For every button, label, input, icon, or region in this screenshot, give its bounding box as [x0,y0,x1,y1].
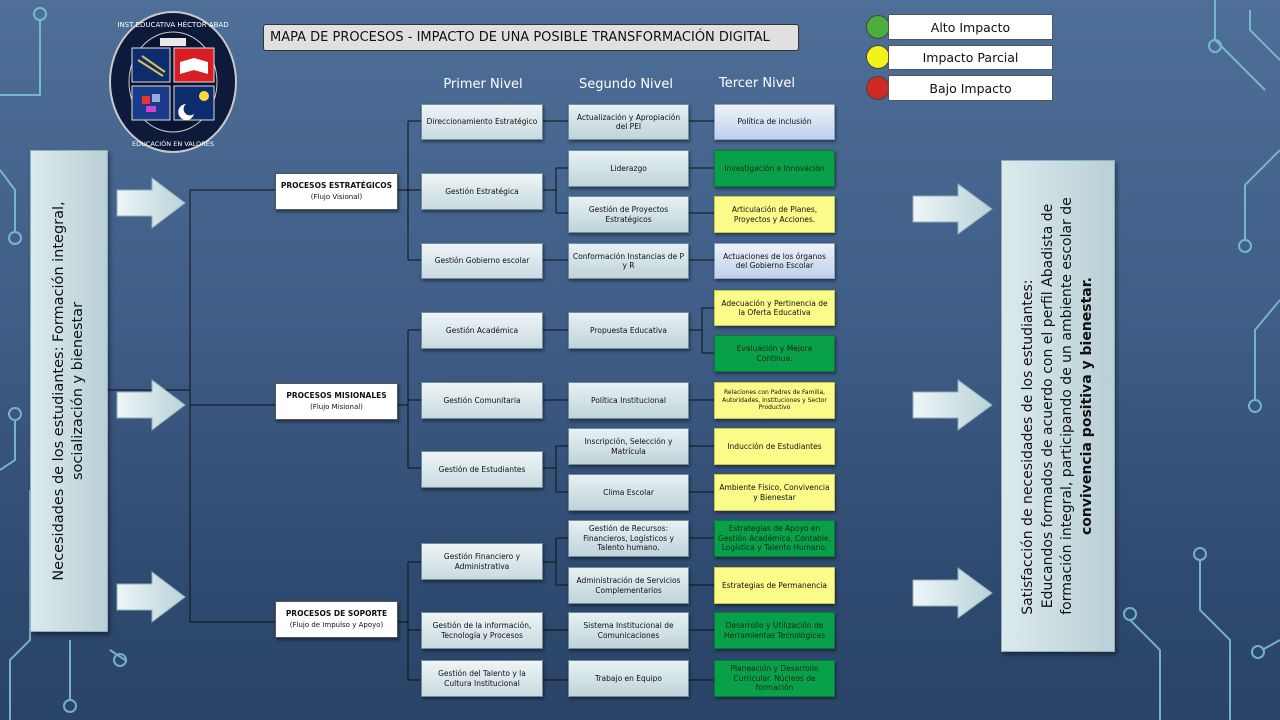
process-support: PROCESOS DE SOPORTE (Flujo de Impulso y … [275,601,398,638]
level3-item: Política de inclusión [714,104,835,140]
level3-item: Relaciones con Padres de Familia, Autori… [714,382,835,419]
legend-dot-high-icon [866,15,890,39]
level3-item: Planeación y Desarrollo Curricular. Núcl… [714,660,835,697]
svg-text:INST EDUCATIVA HÉCTOR ABAD: INST EDUCATIVA HÉCTOR ABAD [117,20,228,29]
level3-item: Adecuación y Pertinencia de la Oferta Ed… [714,290,835,326]
process-support-name: PROCESOS DE SOPORTE [285,608,388,618]
level2-item: Inscripción, Selección y Matrícula [568,428,689,465]
level3-item: Evaluación y Mejora Continua. [714,335,835,372]
level2-item: Liderazgo [568,150,689,187]
level3-item: Actuaciones de los órganos del Gobierno … [714,243,835,279]
process-missional-name: PROCESOS MISIONALES [286,390,387,400]
input-needs-line2: socialización y bienestar [70,301,86,481]
process-missional-sub: (Flujo Misional) [310,403,363,412]
level3-item: Estrategias de Apoyo en Gestión Académic… [714,520,835,557]
output-line1: Satisfacción de necesidades de los estud… [1019,279,1036,615]
arrow-left-bottom [116,570,186,624]
header-level2: Segundo Nivel [579,77,673,92]
output-satisfaction-panel: Satisfacción de necesidades de los estud… [1001,160,1115,652]
level1-item: Gestión Gobierno escolar [421,243,543,279]
level2-item: Sistema Institucional de Comunicaciones [568,612,689,649]
process-strategic-name: PROCESOS ESTRATÉGICOS [280,180,393,190]
level1-item: Direccionamiento Estratégico [421,104,543,140]
process-strategic-sub: (Flujo Visional) [310,193,363,202]
level2-item: Administración de Servicios Complementar… [568,567,689,604]
level1-item: Gestión Académica [421,312,543,349]
svg-text:EDUCACIÓN EN VALORES: EDUCACIÓN EN VALORES [132,139,214,148]
arrow-left-middle [116,378,186,432]
legend-partial: Impacto Parcial [888,45,1053,70]
header-level3: Tercer Nivel [718,76,796,91]
legend-high: Alto Impacto [888,14,1053,40]
level2-item: Política Institucional [568,382,689,419]
arrow-right-top [912,183,993,235]
level2-item: Clima Escolar [568,474,689,511]
flow-arrows [116,176,993,624]
level3-item: Investigación e Innovación [714,150,835,187]
level2-item: Propuesta Educativa [568,312,689,349]
level2-item: Gestión de Proyectos Estratégicos [568,196,689,233]
level3-item: Ambiente Físico, Convivencia y Bienestar [714,474,835,511]
level3-item: Articulación de Planes, Proyectos y Acci… [714,196,835,233]
legend-dot-partial-icon [866,45,890,69]
level3-item: Estrategias de Permanencia [714,567,835,604]
level1-item: Gestión Comunitaria [421,382,543,419]
level1-item: Gestión del Talento y la Cultura Institu… [421,660,543,697]
level1-item: Gestión Estratégica [421,173,543,210]
output-line3: formación integral, participando de un a… [1059,197,1075,615]
process-strategic: PROCESOS ESTRATÉGICOS (Flujo Visional) [275,173,398,210]
level1-item: Gestión de Estudiantes [421,451,543,488]
arrow-right-middle [912,379,993,431]
level2-item: Trabajo en Equipo [568,660,689,697]
page-title: MAPA DE PROCESOS - IMPACTO DE UNA POSIBL… [263,24,799,51]
arrow-left-top [116,176,186,230]
level1-item: Gestión de la información, Tecnología y … [421,612,543,649]
input-needs-panel: Necesidades de los estudiantes: Formació… [30,150,108,632]
school-logo: INST EDUCATIVA HÉCTOR ABAD EDUCACIÓN EN … [108,10,238,155]
legend-low: Bajo Impacto [888,75,1053,101]
level1-item: Gestión Financiero y Administrativa [421,543,543,580]
level3-item: Desarrollo y Utilización de Herramientas… [714,612,835,649]
input-needs-line1: Necesidades de los estudiantes: Formació… [51,201,68,581]
legend-dot-low-icon [866,76,890,100]
process-support-sub: (Flujo de Impulso y Apoyo) [289,621,384,630]
level2-item: Actualización y Apropiación del PEI [568,104,689,140]
tree-connectors [106,120,714,681]
output-line4: convivencia positiva y bienestar. [1078,277,1095,536]
level2-item: Conformación Instancias de P y R [568,243,689,279]
level3-item: Inducción de Estudiantes [714,428,835,465]
process-missional: PROCESOS MISIONALES (Flujo Misional) [275,383,398,420]
output-line2: Educandos formados de acuerdo con el per… [1039,203,1056,609]
header-level1: Primer Nivel [443,77,523,92]
level2-item: Gestión de Recursos: Financieros, Logíst… [568,520,689,557]
arrow-right-bottom [912,567,993,619]
